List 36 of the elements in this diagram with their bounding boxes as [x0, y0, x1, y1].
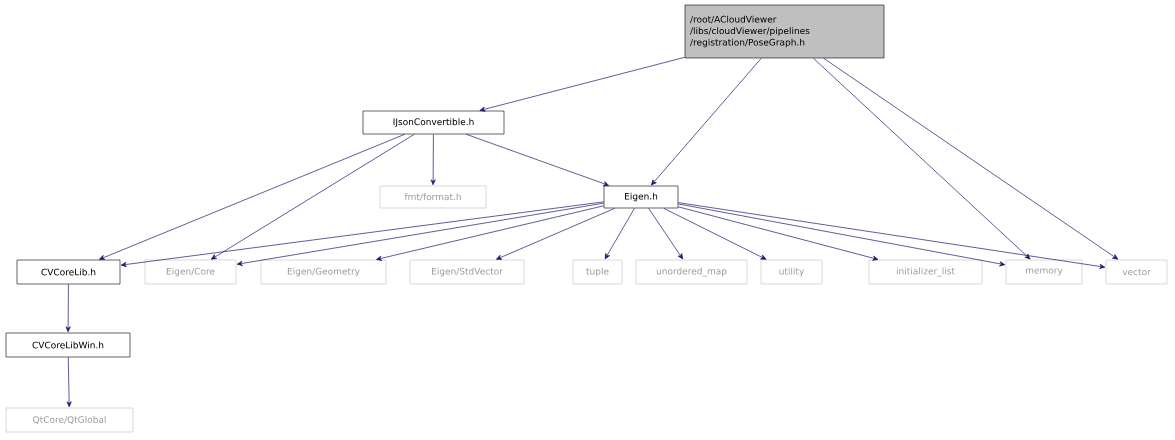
header-box: Eigen/Geometry	[260, 259, 387, 285]
arrow	[648, 207, 684, 260]
arrow	[65, 283, 71, 333]
arrow	[120, 201, 605, 267]
arrow	[466, 133, 610, 187]
file-box: /root/ACloudViewer /libs/cloudViewer/pipelines /registration/PoseGraph.h	[684, 4, 885, 59]
arrow	[677, 206, 879, 261]
header-box: tuple	[572, 259, 623, 285]
header-box: fmt/format.h	[379, 185, 487, 209]
file-box: IJsonConvertible.h	[362, 110, 505, 135]
header-box: Eigen/Core	[144, 259, 237, 285]
arrow	[210, 133, 415, 260]
arrow	[66, 356, 72, 408]
header-box: memory	[1005, 259, 1083, 285]
file-box: Eigen.h	[603, 185, 679, 209]
arrow	[677, 202, 1106, 269]
header-box: unordered_map	[635, 259, 748, 285]
header-box: QtCore/QtGlobal	[5, 407, 134, 433]
header-box: utility	[760, 259, 823, 285]
file-box: CVCoreLib.h	[16, 259, 121, 285]
arrow	[604, 207, 635, 260]
file-box: CVCoreLibWin.h	[5, 332, 131, 358]
header-box: Eigen/StdVector	[409, 259, 525, 285]
arrow	[236, 202, 605, 266]
arrow	[430, 133, 436, 186]
header-box: initializer_list	[868, 259, 983, 285]
arrow	[823, 57, 1119, 260]
arrow	[479, 56, 686, 112]
arrow	[495, 207, 616, 260]
arrow	[677, 203, 1006, 267]
header-box: vector	[1105, 259, 1168, 285]
arrow	[99, 133, 406, 260]
arrow	[663, 207, 767, 260]
arrow	[813, 57, 1031, 260]
arrow	[651, 57, 762, 186]
arrow	[376, 205, 605, 261]
